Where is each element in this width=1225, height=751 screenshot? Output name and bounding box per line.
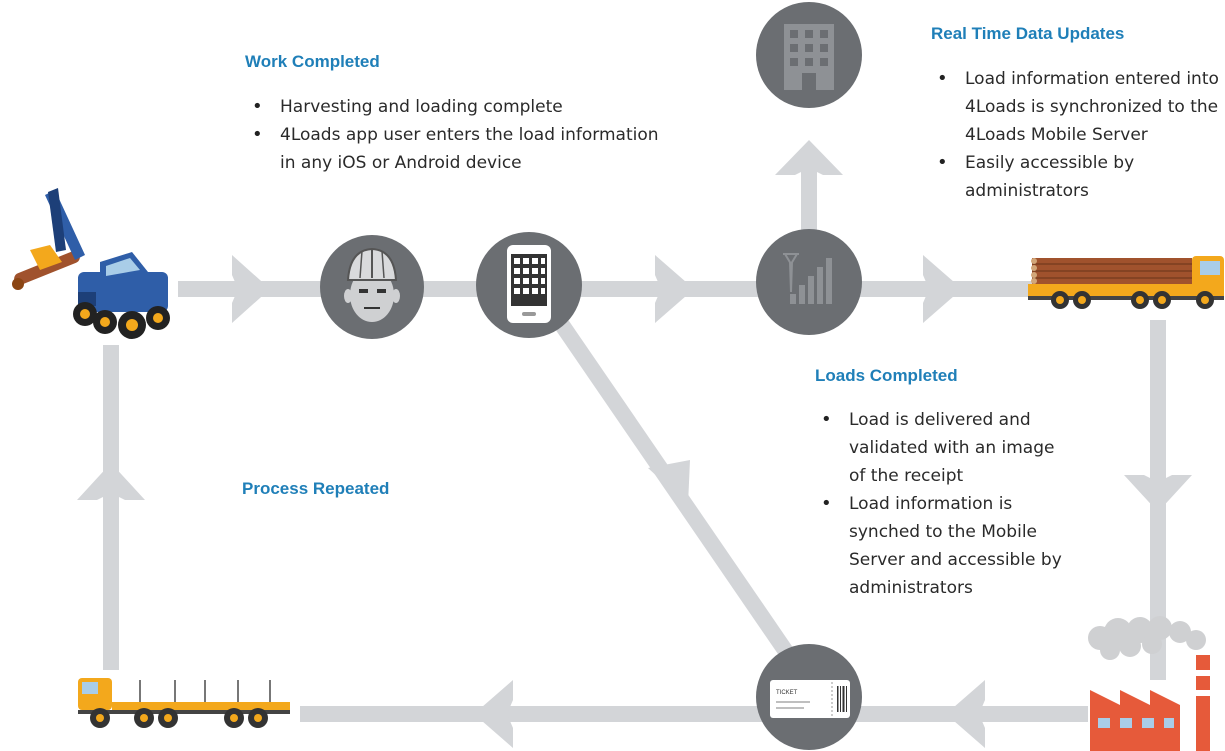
arrow-up-tower [775, 140, 843, 175]
real-time-item: Load information entered into 4Loads is … [931, 65, 1225, 149]
signal-tower-icon [756, 229, 862, 335]
loads-completed-list: Load is delivered and validated with an … [815, 406, 1075, 602]
work-completed-heading: Work Completed [245, 52, 380, 71]
arrow-right-3 [923, 255, 962, 323]
harvester-icon [12, 188, 170, 339]
empty-truck-icon [78, 678, 290, 728]
loads-completed-item: Load information is synched to the Mobil… [815, 490, 1075, 602]
work-completed-item: 4Loads app user enters the load informat… [246, 121, 666, 177]
arrow-up-left [77, 463, 145, 500]
real-time-item: Easily accessible by administrators [931, 149, 1225, 205]
arrow-diagonal [648, 460, 690, 505]
loads-completed-item: Load is delivered and validated with an … [815, 406, 1075, 490]
factory-icon [1088, 616, 1210, 751]
real-time-heading: Real Time Data Updates [931, 24, 1125, 43]
smartphone-icon [476, 232, 582, 338]
real-time-list: Load information entered into 4Loads is … [931, 65, 1225, 205]
work-completed-list: Harvesting and loading complete 4Loads a… [246, 93, 666, 177]
arrow-down-right [1124, 475, 1192, 512]
log-truck-icon [1028, 256, 1224, 309]
worker-face-icon [320, 235, 424, 339]
process-repeated-heading: Process Repeated [242, 479, 390, 498]
loads-completed-heading: Loads Completed [815, 366, 958, 385]
ticket-label: TICKET [776, 690, 798, 696]
work-completed-item: Harvesting and loading complete [246, 93, 666, 121]
arrow-right-2 [655, 255, 694, 323]
office-building-icon [756, 2, 862, 108]
arrow-left-1 [946, 680, 985, 748]
arrow-right-1 [232, 255, 270, 323]
arrow-left-2 [474, 680, 513, 748]
flow-arrows [77, 140, 1192, 748]
ticket-icon: TICKET [756, 644, 862, 750]
